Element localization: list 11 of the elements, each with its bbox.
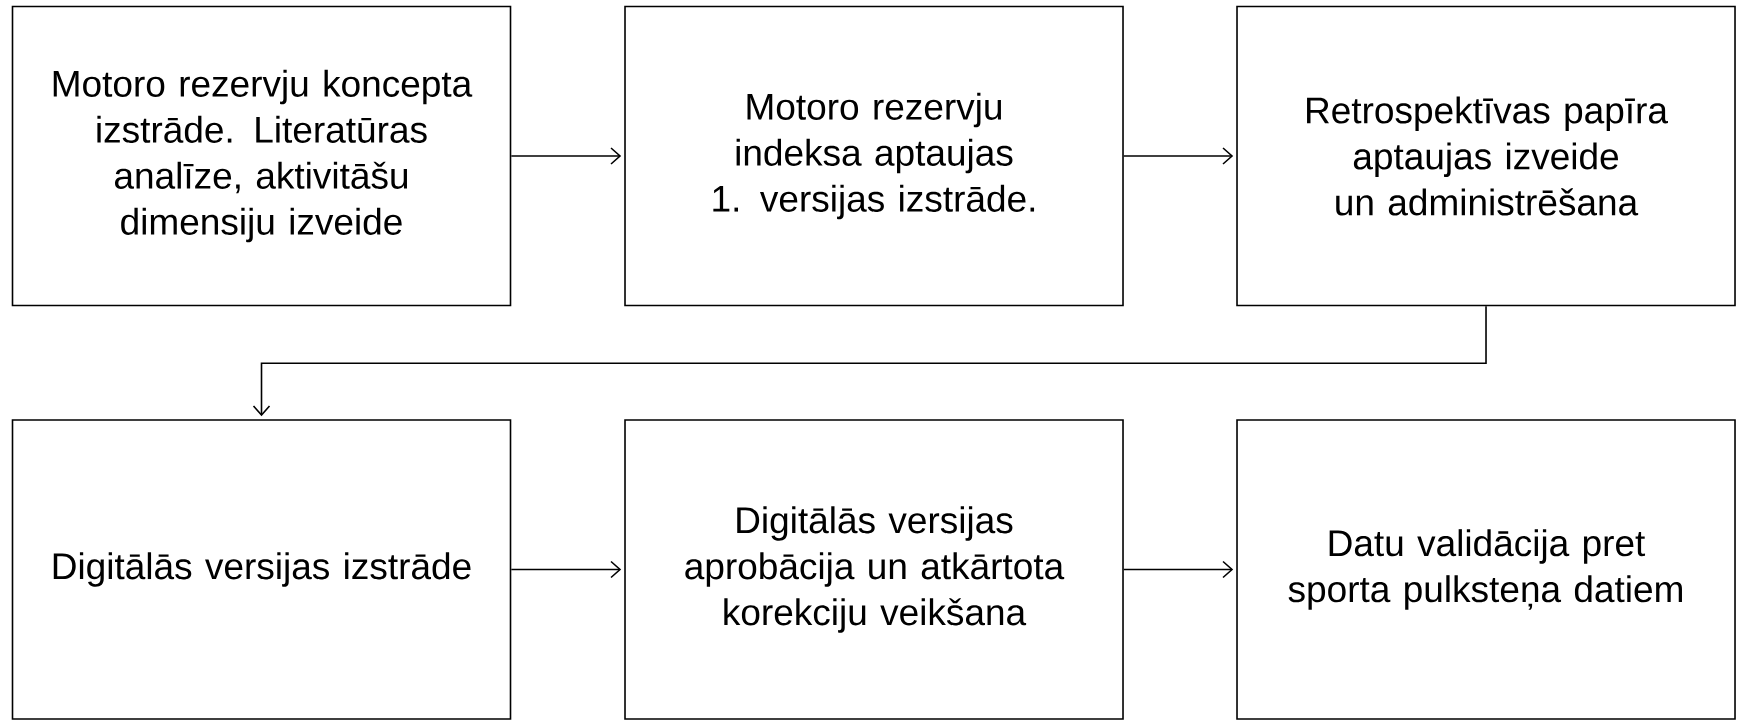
process-box: Digitālās versijas izstrāde: [11, 419, 512, 720]
process-box: Retrospektīvas papīra aptaujas izveide un administrēšana: [1236, 5, 1736, 307]
arrow: [1123, 147, 1234, 165]
process-box: Motoro rezervju indeksa aptaujas 1. versijas izstrāde.: [624, 5, 1124, 307]
arrow: [510, 147, 622, 165]
arrow: [510, 560, 622, 579]
process-box: Digitālās versijas aprobācija un atkārtota korekciju veikšana: [624, 419, 1124, 720]
arrow: [1123, 560, 1234, 579]
process-box: Motoro rezervju koncepta izstrāde. Literatūras analīze, aktivitāšu dimensiju izveide: [11, 5, 512, 307]
process-box: Datu validācija pret sporta pulksteņa datiem: [1236, 419, 1736, 720]
arrow: [252, 305, 1487, 417]
